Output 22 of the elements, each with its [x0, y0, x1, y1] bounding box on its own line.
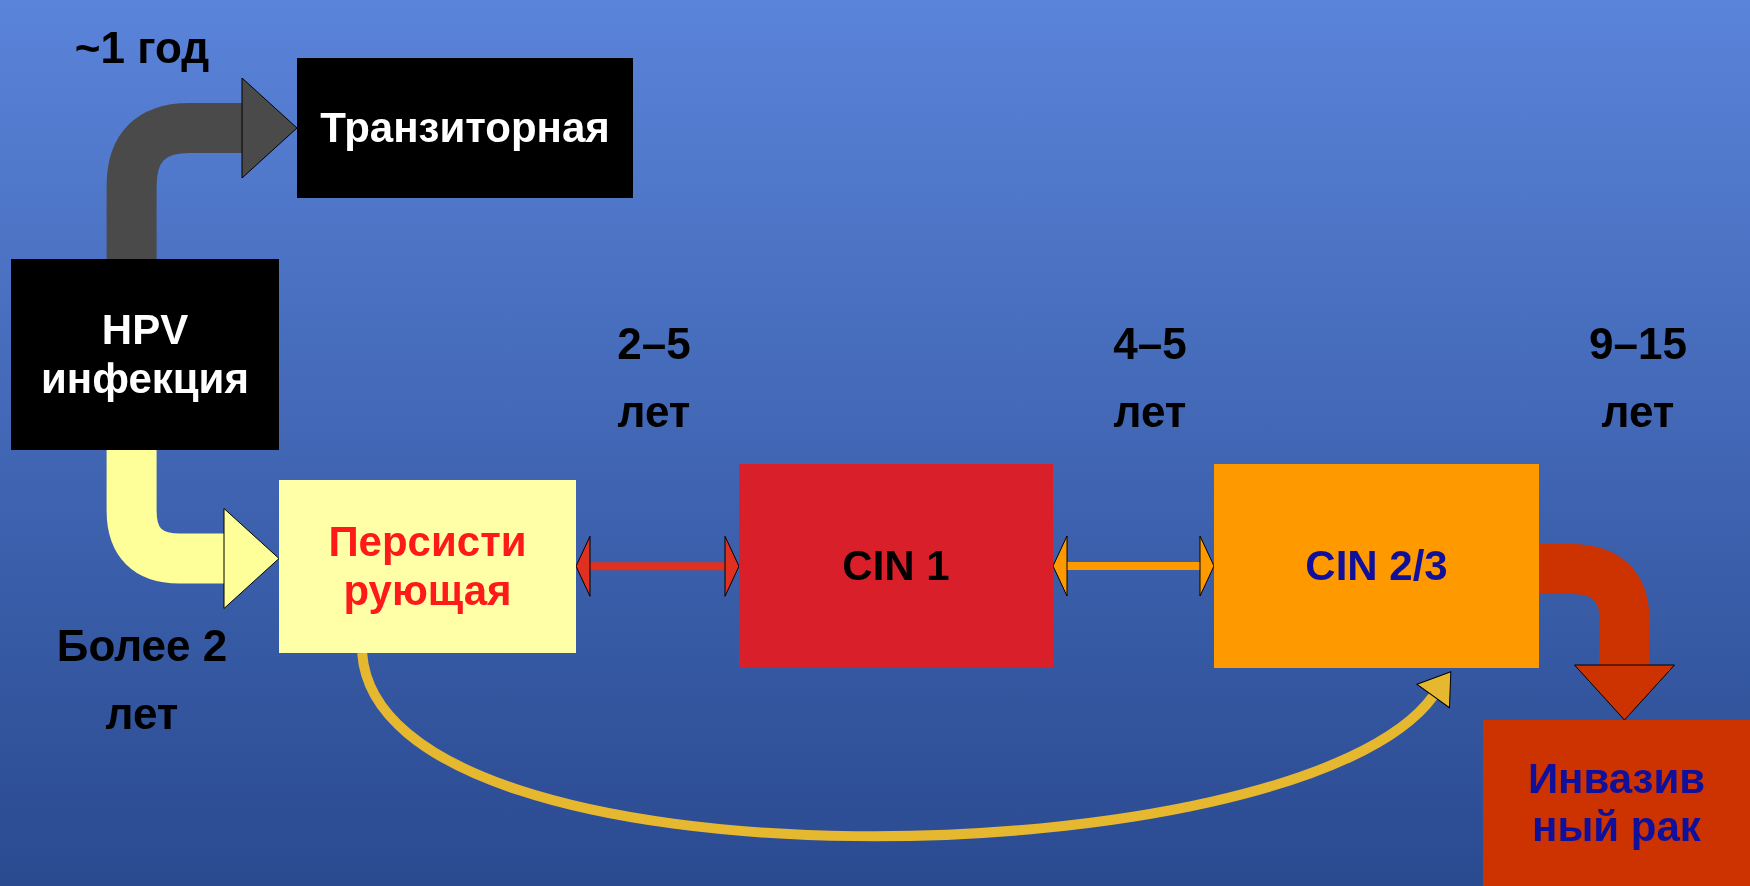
- box-label: CIN 1: [842, 541, 950, 591]
- edge-label: 9–15 лет: [1588, 318, 1688, 439]
- edge-label: ~1 год: [73, 22, 211, 74]
- process-box: [1483, 720, 1750, 886]
- box-label: Транзиторная: [320, 103, 610, 153]
- process-box: [11, 259, 279, 450]
- process-box: [279, 480, 576, 653]
- edge-label: Более 2 лет: [55, 620, 229, 741]
- arrow: [106, 77, 298, 259]
- edge-label: 4–5 лет: [1112, 318, 1188, 439]
- arrow: [1539, 544, 1675, 721]
- box-label: Персисти рующая: [327, 518, 528, 615]
- box-label: HPV инфекция: [40, 306, 250, 403]
- edge-label: 2–5 лет: [616, 318, 692, 439]
- process-box: [739, 464, 1053, 668]
- box-label: Инвазив ный рак: [1526, 754, 1707, 852]
- arrow: [106, 450, 280, 609]
- process-box: [297, 58, 633, 198]
- box-label: CIN 2/3: [1305, 541, 1448, 591]
- double-arrow: [1052, 535, 1215, 597]
- double-arrow: [575, 535, 740, 597]
- process-box: [1214, 464, 1539, 668]
